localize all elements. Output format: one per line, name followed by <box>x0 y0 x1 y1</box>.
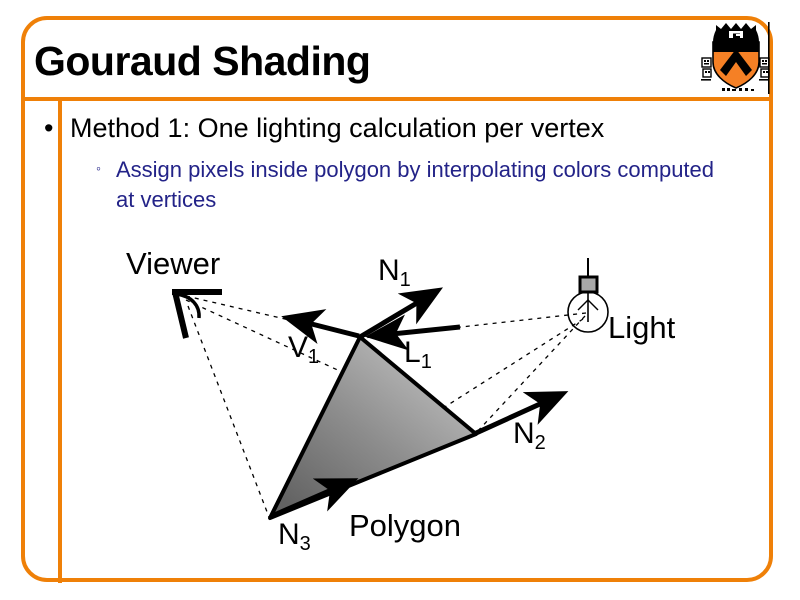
page-title: Gouraud Shading <box>34 38 371 84</box>
label-l1: L1 <box>404 336 432 373</box>
label-n2-subscript: 2 <box>534 432 546 454</box>
label-v1-base: V <box>288 331 309 364</box>
bullet-text: Assign pixels inside polygon by interpol… <box>116 157 715 212</box>
viewer-icon <box>172 289 222 339</box>
bullet-marker: ◦ <box>96 160 101 176</box>
label-polygon: Polygon <box>349 508 462 543</box>
label-n3-base: N <box>278 518 300 551</box>
bullet-text: Method 1: One lighting calculation per v… <box>70 113 605 143</box>
label-l1-subscript: 1 <box>420 351 432 373</box>
label-v1-subscript: 1 <box>308 346 320 368</box>
bullet-marker: • <box>44 113 54 143</box>
vector-l1 <box>365 314 461 351</box>
left-column-rule <box>58 99 62 583</box>
light-icon <box>567 258 609 333</box>
label-light: Light <box>608 310 676 345</box>
label-n3-subscript: 3 <box>299 533 311 555</box>
label-n1-base: N <box>378 254 400 287</box>
vector-v1 <box>281 309 360 345</box>
vector-n2 <box>472 391 569 437</box>
bullet-level1: • Method 1: One lighting calculation per … <box>44 113 744 144</box>
vector-n3 <box>270 478 359 519</box>
label-n2-base: N <box>513 417 535 450</box>
princeton-shield-logo <box>701 22 770 94</box>
label-viewer: Viewer <box>126 246 221 281</box>
label-n2: N2 <box>513 417 546 454</box>
label-l1-base: L <box>404 336 421 369</box>
polygon-triangle <box>268 335 478 520</box>
bullet-level2: ◦ Assign pixels inside polygon by interpo… <box>96 155 736 214</box>
label-v1: V1 <box>288 331 320 368</box>
label-n3: N3 <box>278 518 311 555</box>
label-n1: N1 <box>378 254 411 291</box>
title-divider-rule <box>25 97 773 101</box>
label-n1-subscript: 1 <box>399 269 411 291</box>
